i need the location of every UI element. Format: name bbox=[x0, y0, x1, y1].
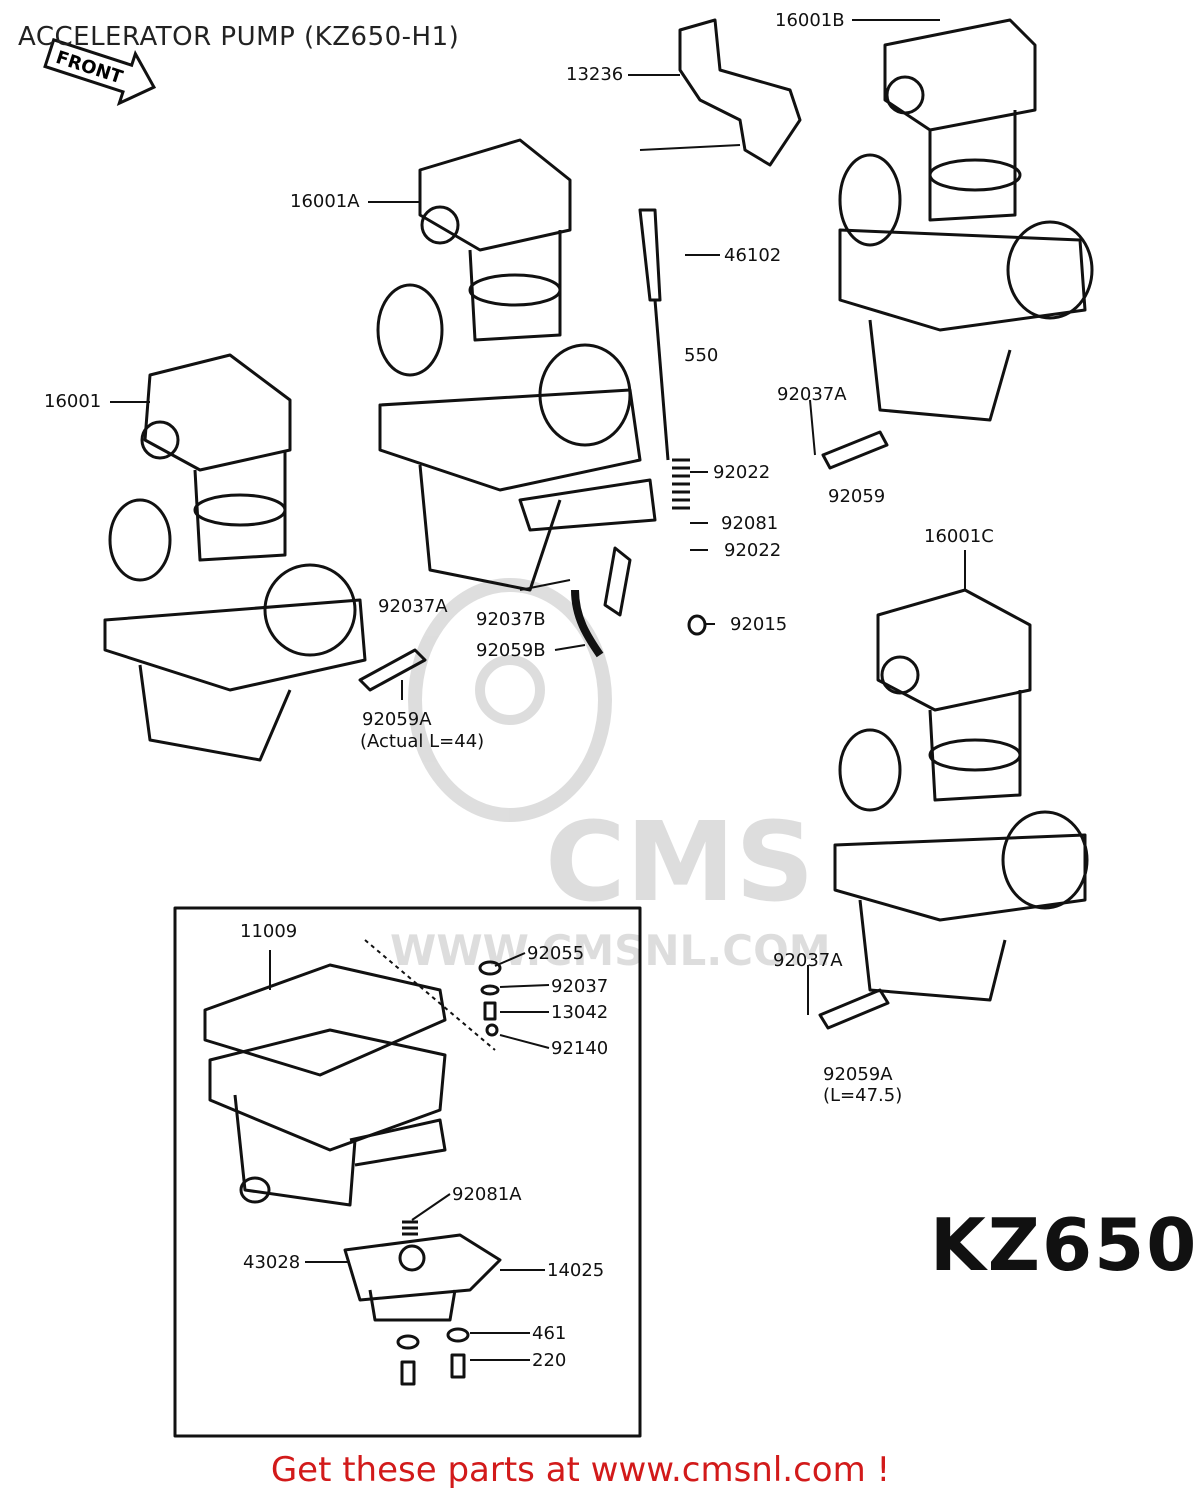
part-label-92015: 92015 bbox=[730, 614, 788, 635]
part-label-92022-lower: 92022 bbox=[724, 540, 782, 561]
clip-icon bbox=[603, 546, 632, 617]
footer-shop-link[interactable]: Get these parts at www.cmsnl.com ! bbox=[270, 1450, 891, 1490]
hose-92059b-icon bbox=[571, 589, 604, 658]
linkage-13236-icon bbox=[678, 18, 802, 167]
part-label-220: 220 bbox=[532, 1350, 567, 1371]
part-label-16001b: 16001B bbox=[775, 10, 845, 31]
float-bowl-11009-icon bbox=[203, 963, 447, 1207]
part-label-92059a-right: 92059A bbox=[823, 1064, 893, 1085]
pump-cover-14025-icon bbox=[343, 1233, 502, 1322]
part-label-92059: 92059 bbox=[828, 486, 886, 507]
part-label-92037a-left: 92037A bbox=[378, 596, 448, 617]
part-label-46102: 46102 bbox=[724, 245, 782, 266]
part-label-550: 550 bbox=[684, 345, 719, 366]
part-label-92037b: 92037B bbox=[476, 609, 546, 630]
part-label-43028: 43028 bbox=[243, 1252, 301, 1273]
screw-hardware-icon bbox=[396, 1327, 470, 1386]
part-label-actual-length: (Actual L=44) bbox=[360, 731, 485, 752]
part-label-11009: 11009 bbox=[240, 921, 298, 942]
pump-rod-46102-icon bbox=[638, 208, 707, 636]
watermark-url: WWW.CMSNL.COM bbox=[390, 926, 831, 975]
part-label-92037a-top: 92037A bbox=[777, 384, 847, 405]
parts-diagram-page: CMS WWW.CMSNL.COM FRONT bbox=[18, 10, 1197, 1490]
part-label-13236: 13236 bbox=[566, 64, 624, 85]
part-label-92022-upper: 92022 bbox=[713, 462, 771, 483]
part-label-13042: 13042 bbox=[551, 1002, 609, 1023]
part-label-92081: 92081 bbox=[721, 513, 779, 534]
carburetor-16001-icon bbox=[103, 353, 367, 762]
part-label-16001c: 16001C bbox=[924, 526, 994, 547]
fittings-icon bbox=[478, 960, 502, 1037]
inset-frame bbox=[173, 906, 642, 1438]
part-label-461: 461 bbox=[532, 1323, 567, 1344]
carburetor-16001a-icon bbox=[376, 138, 657, 592]
part-label-92081a: 92081A bbox=[452, 1184, 522, 1205]
leader-lines bbox=[110, 19, 966, 1361]
model-mark: KZ650 bbox=[930, 1203, 1198, 1287]
part-label-92055: 92055 bbox=[527, 943, 585, 964]
exploded-parts-drawing: CMS WWW.CMSNL.COM FRONT bbox=[43, 18, 1094, 1438]
part-label-92059b: 92059B bbox=[476, 640, 546, 661]
spring-92081a-icon bbox=[402, 1220, 418, 1236]
part-label-92059a-left: 92059A bbox=[362, 709, 432, 730]
hose-92059a-icon bbox=[358, 648, 427, 692]
watermark: CMS WWW.CMSNL.COM bbox=[390, 578, 831, 975]
carburetor-16001c-icon bbox=[833, 588, 1089, 1002]
part-label-14025: 14025 bbox=[547, 1260, 605, 1281]
hose-92059-icon bbox=[821, 430, 889, 470]
part-label-length-47-5: (L=47.5) bbox=[823, 1085, 903, 1106]
carburetor-16001b-icon bbox=[838, 18, 1094, 422]
part-label-92140: 92140 bbox=[551, 1038, 609, 1059]
page-title: ACCELERATOR PUMP (KZ650-H1) bbox=[18, 22, 460, 52]
watermark-brand: CMS bbox=[545, 798, 814, 926]
part-label-16001: 16001 bbox=[44, 391, 102, 412]
part-label-16001a: 16001A bbox=[290, 191, 360, 212]
part-label-92037: 92037 bbox=[551, 976, 609, 997]
part-label-92037a-right: 92037A bbox=[773, 950, 843, 971]
hose-92059a-right-icon bbox=[818, 988, 890, 1030]
